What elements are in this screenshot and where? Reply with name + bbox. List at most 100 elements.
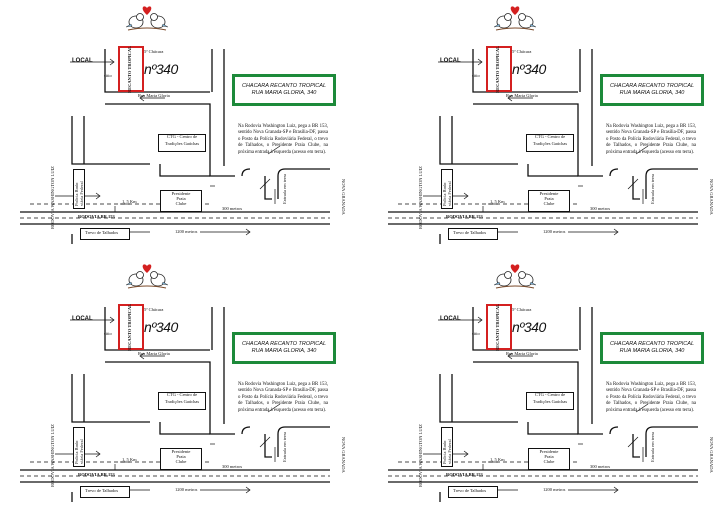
trevo-box: Trevo de Talhados	[448, 228, 498, 240]
entrada-terra-label: Entrada em terra	[282, 174, 287, 204]
birds-heart-icon	[125, 6, 169, 31]
entrada-terra-label: Entrada em terra	[282, 432, 287, 462]
presidente-box: Presidente Praia Clube	[528, 448, 570, 470]
presidente-box: Presidente Praia Clube	[160, 190, 202, 212]
birds-heart-icon	[493, 6, 537, 31]
policia-line2: viária Federal	[447, 439, 452, 464]
ctg-box: CTG - Centro de Tradições Gaúchas	[158, 134, 206, 152]
local-label: LOCAL	[440, 316, 461, 322]
presidente-line2: Praia	[176, 196, 186, 201]
ctg-line1: CTG - Centro de	[534, 134, 566, 139]
ctg-line1: CTG - Centro de	[166, 134, 198, 139]
sitio-label: sitio	[104, 331, 112, 336]
presidente-box: Presidente Praia Clube	[528, 190, 570, 212]
address-street: RUA MARIA GLORIA, 340	[619, 90, 685, 96]
trevo-box: Trevo de Talhados	[448, 486, 498, 498]
distance-1-5km: 1, 5 Km	[122, 199, 137, 204]
map-card: LOCAL sitio RECANTO TROPICAL 5ª Chácara …	[10, 262, 350, 512]
presidente-line1: Presidente	[171, 449, 191, 454]
entrada-terra-label: Entrada em terra	[650, 174, 655, 204]
directions-text: Na Rodovia Washington Luiz, pega a BR 15…	[606, 382, 696, 413]
address-title: CHACARA RECANTO TROPICAL	[609, 82, 695, 89]
map-drawing	[20, 264, 330, 502]
rodovia-br-label: RODOVIA BR 153	[78, 472, 115, 477]
ctg-line2: Tradições Gaúchas	[532, 140, 568, 146]
street-maria-gloria: Rua Maria Gloria	[138, 351, 170, 356]
map-drawing	[388, 6, 698, 244]
recanto-tropical-text: RECANTO TROPICAL	[495, 45, 501, 93]
trevo-box: Trevo de Talhados	[80, 228, 130, 240]
presidente-line3: Clube	[543, 201, 555, 206]
recanto-tropical-box: RECANTO TROPICAL	[118, 45, 144, 93]
ctg-box: CTG - Centro de Tradições Gaúchas	[526, 134, 574, 152]
presidente-line3: Clube	[175, 201, 187, 206]
distance-1-5km: 1, 5 Km	[490, 199, 505, 204]
presidente-line1: Presidente	[171, 191, 191, 196]
house-number: nº340	[512, 319, 546, 335]
nova-granada-label: NOVA GRANADA	[709, 437, 714, 473]
policia-line2: viária Federal	[447, 181, 452, 206]
chacara-label: 5ª Chácara	[144, 307, 164, 312]
recanto-tropical-text: RECANTO TROPICAL	[495, 303, 501, 351]
trevo-box: Trevo de Talhados	[80, 486, 130, 498]
trevo-label: Trevo de Talhados	[453, 488, 487, 493]
local-label: LOCAL	[72, 316, 93, 322]
distance-1200m: 1200 metros	[175, 487, 198, 492]
presidente-line2: Praia	[176, 454, 186, 459]
house-number: nº340	[144, 319, 178, 335]
washington-luiz-label: RODOVIA WASHINGTON LUIZ	[418, 424, 423, 487]
nova-granada-label: NOVA GRANADA	[341, 437, 346, 473]
recanto-tropical-text: RECANTO TROPICAL	[127, 45, 133, 93]
recanto-tropical-box: RECANTO TROPICAL	[118, 303, 144, 351]
street-maria-gloria: Rua Maria Gloria	[138, 93, 170, 98]
sitio-label: sitio	[472, 73, 480, 78]
house-number: nº340	[144, 61, 178, 77]
washington-luiz-label: RODOVIA WASHINGTON LUIZ	[418, 166, 423, 229]
presidente-line1: Presidente	[539, 449, 559, 454]
address-street: RUA MARIA GLORIA, 340	[251, 90, 317, 96]
policia-box: Polícia Rodo viária Federal	[73, 427, 85, 467]
map-card: LOCAL sitio RECANTO TROPICAL 5ª Chácara …	[378, 4, 718, 254]
birds-heart-icon	[125, 264, 169, 289]
distance-300m: 300 metros	[222, 206, 243, 211]
trevo-label: Trevo de Talhados	[85, 230, 119, 235]
washington-luiz-label: RODOVIA WASHINGTON LUIZ	[50, 424, 55, 487]
ctg-box: CTG - Centro de Tradições Gaúchas	[158, 392, 206, 410]
address-box: CHACARA RECANTO TROPICAL RUA MARIA GLORI…	[232, 74, 336, 106]
policia-box: Polícia Rodo viária Federal	[441, 169, 453, 209]
birds-heart-icon	[493, 264, 537, 289]
map-card: LOCAL sitio RECANTO TROPICAL 5ª Chácara …	[10, 4, 350, 254]
address-box: CHACARA RECANTO TROPICAL RUA MARIA GLORI…	[600, 74, 704, 106]
entrada-terra-label: Entrada em terra	[650, 432, 655, 462]
address-box: CHACARA RECANTO TROPICAL RUA MARIA GLORI…	[232, 332, 336, 364]
washington-luiz-label: RODOVIA WASHINGTON LUIZ	[50, 166, 55, 229]
presidente-line2: Praia	[544, 454, 554, 459]
sitio-label: sitio	[472, 331, 480, 336]
nova-granada-label: NOVA GRANADA	[341, 179, 346, 215]
policia-line2: viária Federal	[79, 439, 84, 464]
trevo-label: Trevo de Talhados	[85, 488, 119, 493]
ctg-line2: Tradições Gaúchas	[164, 398, 200, 404]
ctg-line1: CTG - Centro de	[166, 392, 198, 397]
recanto-tropical-box: RECANTO TROPICAL	[486, 303, 512, 351]
rodovia-br-label: RODOVIA BR 153	[446, 472, 483, 477]
address-street: RUA MARIA GLORIA, 340	[619, 348, 685, 354]
local-label: LOCAL	[440, 58, 461, 64]
chacara-label: 5ª Chácara	[512, 307, 532, 312]
trevo-label: Trevo de Talhados	[453, 230, 487, 235]
policia-box: Polícia Rodo viária Federal	[73, 169, 85, 209]
distance-300m: 300 metros	[590, 464, 611, 469]
map-drawing	[20, 6, 330, 244]
house-number: nº340	[512, 61, 546, 77]
address-street: RUA MARIA GLORIA, 340	[251, 348, 317, 354]
sitio-label: sitio	[104, 73, 112, 78]
distance-1200m: 1200 metros	[543, 229, 566, 234]
policia-line2: viária Federal	[79, 181, 84, 206]
recanto-tropical-text: RECANTO TROPICAL	[127, 303, 133, 351]
presidente-line2: Praia	[544, 196, 554, 201]
distance-300m: 300 metros	[222, 464, 243, 469]
distance-300m: 300 metros	[590, 206, 611, 211]
rodovia-br-label: RODOVIA BR 153	[446, 214, 483, 219]
address-box: CHACARA RECANTO TROPICAL RUA MARIA GLORI…	[600, 332, 704, 364]
directions-text: Na Rodovia Washington Luiz, pega a BR 15…	[606, 124, 696, 155]
